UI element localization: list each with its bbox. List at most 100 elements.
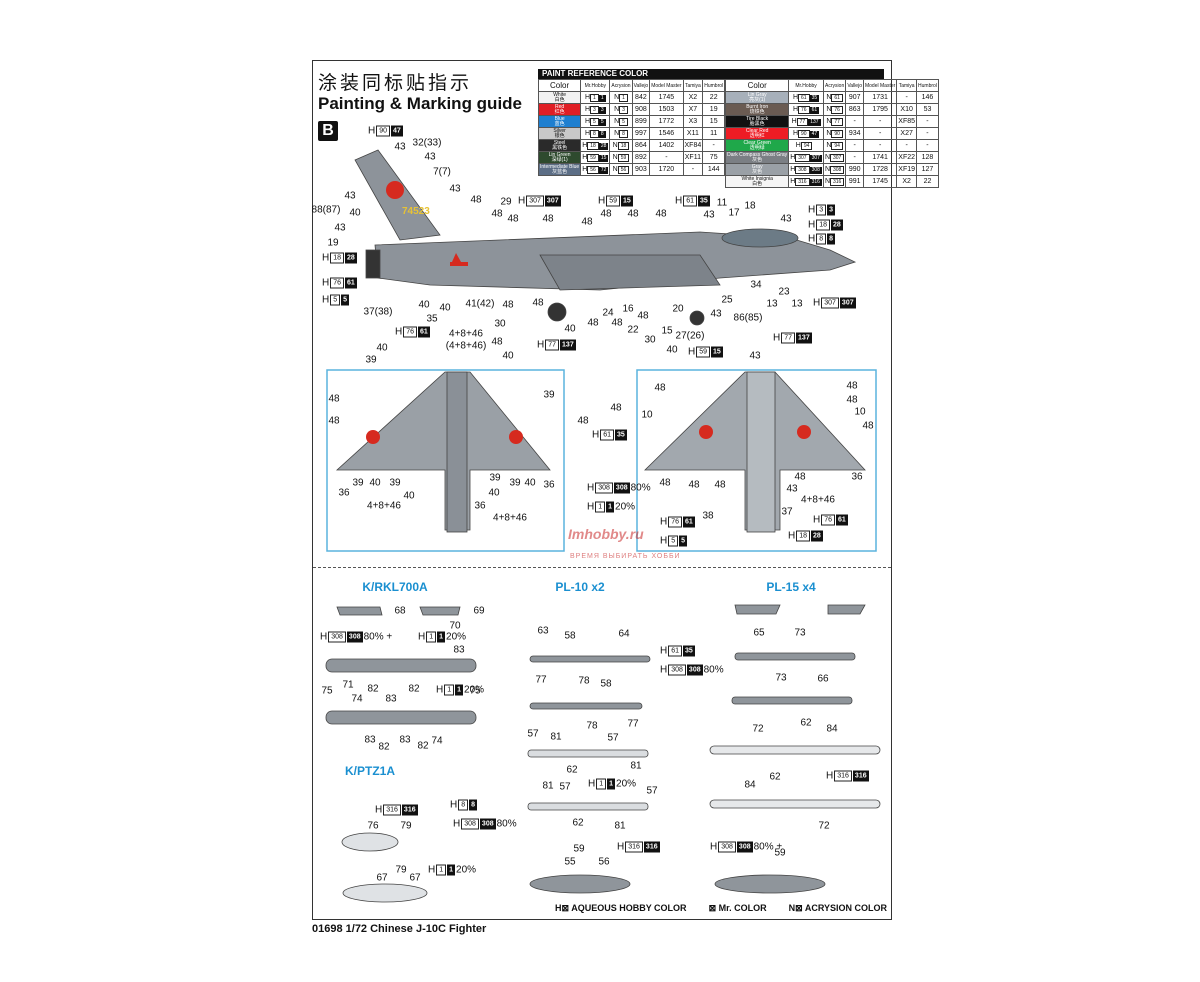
mr-color-code: 72 — [598, 167, 609, 174]
cell-tamiya: X7 — [682, 103, 704, 116]
acrysion-value: 90 — [831, 130, 843, 138]
color-name: Burnt Iron — [746, 103, 769, 110]
chip-mr-code: 316 — [852, 770, 869, 782]
chip-mr-code: 1 — [607, 778, 616, 790]
color-name: Dark Compass Ghost Gray — [727, 151, 788, 158]
cell-vallejo: 991 — [845, 175, 864, 188]
table-header: Humbrol — [702, 79, 726, 92]
part-callout: 64 — [618, 628, 630, 640]
cell-vallejo: - — [845, 115, 864, 128]
chip-mr-code: 5 — [341, 294, 350, 306]
chip-hobby-code: 5 — [668, 535, 679, 547]
table-header: Model Master — [862, 79, 898, 92]
part-callout: 48 — [328, 415, 340, 427]
part-callout: 43 — [424, 151, 436, 163]
chip-mr-code: 28 — [345, 252, 357, 264]
cell-vallejo: 864 — [631, 139, 651, 152]
chip-suffix: 20% — [464, 684, 485, 696]
cell-mm: 1772 — [649, 115, 684, 128]
hobby-code: 3 — [590, 106, 599, 114]
part-callout: 67 — [376, 872, 388, 884]
cell-humbrol: 144 — [702, 163, 726, 176]
section-divider — [313, 567, 891, 568]
table-header: Humbrol — [916, 79, 939, 92]
cell-humbrol: 22 — [702, 91, 726, 104]
part-callout: 48 — [328, 393, 340, 405]
chip-suffix: 20% — [615, 501, 636, 513]
cell-tamiya: X3 — [682, 115, 704, 128]
table-header: Mr.Hobby — [580, 79, 611, 92]
chip-mr-code: 1 — [455, 684, 464, 696]
part-callout: 13 — [791, 298, 803, 310]
chip-prefix: H — [322, 277, 330, 289]
part-callout: 48 — [846, 380, 858, 392]
part-callout: 82 — [417, 740, 429, 752]
part-callout: 23 — [778, 286, 790, 298]
table-header: Tamiya — [682, 79, 704, 92]
legend-acrysion: N⊠ ACRYSION COLOR — [788, 903, 887, 913]
chip-prefix: H — [518, 195, 526, 207]
chip-mr-code: 28 — [831, 219, 843, 231]
cell-humbrol: 15 — [702, 115, 726, 128]
part-callout: 81 — [550, 731, 562, 743]
mr-color-code: 61 — [809, 107, 820, 114]
cell-mm: 1745 — [862, 175, 898, 188]
part-callout: 40 — [488, 487, 500, 499]
part-callout: 79 — [395, 864, 407, 876]
part-callout: 10 — [854, 406, 866, 418]
chip-suffix: 80% — [703, 664, 724, 676]
acrysion-value: 61 — [831, 94, 843, 102]
part-callout: 75 — [321, 685, 333, 697]
cell-humbrol: 128 — [916, 151, 939, 164]
chip-hobby-code: 307 — [526, 195, 544, 207]
part-callout: 84 — [826, 723, 838, 735]
part-callout: 40 — [403, 490, 415, 502]
chip-suffix: 20% — [456, 864, 477, 876]
part-callout: 86(85) — [733, 312, 763, 324]
part-callout: 62 — [769, 771, 781, 783]
cell-humbrol: - — [916, 139, 939, 152]
part-callout: 39 — [489, 472, 501, 484]
part-callout: (4+8+46) — [445, 340, 487, 352]
cell-tamiya: XF19 — [896, 163, 918, 176]
cell-mm: 1720 — [649, 163, 684, 176]
hobby-code: 308 — [795, 166, 810, 174]
chip-hobby-code: 308 — [461, 818, 479, 830]
chip-mr-code: 8 — [827, 233, 836, 245]
part-callout: 57 — [607, 732, 619, 744]
part-callout: 48 — [688, 479, 700, 491]
table-header: Color — [725, 79, 790, 92]
chip-mr-code: 35 — [698, 195, 710, 207]
acrysion-value: 316 — [830, 178, 845, 186]
chip-prefix: H — [773, 332, 781, 344]
color-name: White Insignia — [741, 175, 773, 182]
part-callout: 40 — [502, 350, 514, 362]
table-header: Color — [537, 79, 582, 92]
chip-hobby-code: 316 — [625, 841, 643, 853]
chip-prefix: H — [826, 770, 834, 782]
chip-suffix: 80% — [496, 818, 517, 830]
cell-humbrol: 53 — [916, 103, 939, 116]
cell-humbrol: 75 — [702, 151, 726, 164]
part-callout: 68 — [394, 605, 406, 617]
